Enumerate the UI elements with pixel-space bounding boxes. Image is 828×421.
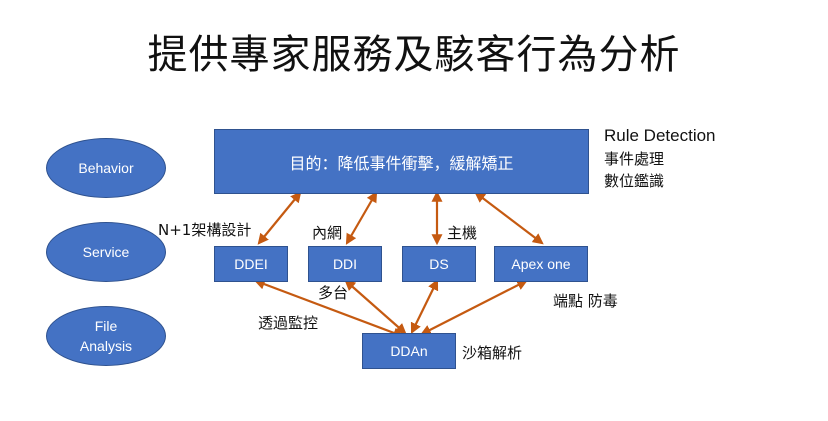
goal-box: 目的：降低事件衝擊，緩解矯正: [214, 129, 589, 194]
arrow-goal-ddei: [257, 191, 302, 245]
arrow-apex-ddan: [420, 280, 528, 335]
host-label: 主機: [447, 224, 478, 242]
endpoint-protection-label: 端點 防毒: [553, 292, 618, 310]
node-ddi: DDI: [308, 246, 382, 282]
n-plus-1-label: N+1架構設計: [158, 221, 252, 239]
arrow-ddi-ddan: [344, 279, 407, 335]
file-analysis-ellipse: File Analysis: [46, 306, 166, 366]
sandbox-label: 沙箱解析: [462, 344, 523, 362]
arrow-ds-ddan: [410, 279, 439, 334]
multi-label: 多台: [318, 284, 349, 302]
node-ddi-label: DDI: [332, 256, 358, 272]
arrow-goal-apex: [474, 191, 544, 245]
incident-handling-label: 事件處理: [604, 150, 665, 168]
transparent-monitor-label: 透過監控: [258, 314, 319, 332]
service-ellipse: Service: [46, 222, 166, 282]
arrow-goal-ddi: [345, 191, 378, 245]
diagram-title: 提供專家服務及駭客行為分析: [147, 32, 681, 78]
node-ddei-label: DDEI: [234, 256, 268, 272]
node-ds: DS: [402, 246, 476, 282]
behavior-ellipse: Behavior: [46, 138, 166, 198]
node-ddei: DDEI: [214, 246, 288, 282]
intranet-label: 內網: [312, 224, 343, 242]
node-ddan: DDAn: [362, 333, 456, 369]
node-ds-label: DS: [429, 256, 449, 272]
node-apex-one-label: Apex one: [511, 256, 571, 272]
behavior-label: Behavior: [78, 160, 134, 176]
node-ddan-label: DDAn: [390, 343, 428, 359]
file-analysis-label: File Analysis: [79, 318, 133, 354]
node-apex-one: Apex one: [494, 246, 588, 282]
rule-detection-label: Rule Detection: [604, 126, 716, 145]
goal-label: 目的：降低事件衝擊，緩解矯正: [289, 155, 514, 173]
service-label: Service: [82, 244, 130, 260]
digital-forensics-label: 數位鑑識: [604, 172, 665, 190]
